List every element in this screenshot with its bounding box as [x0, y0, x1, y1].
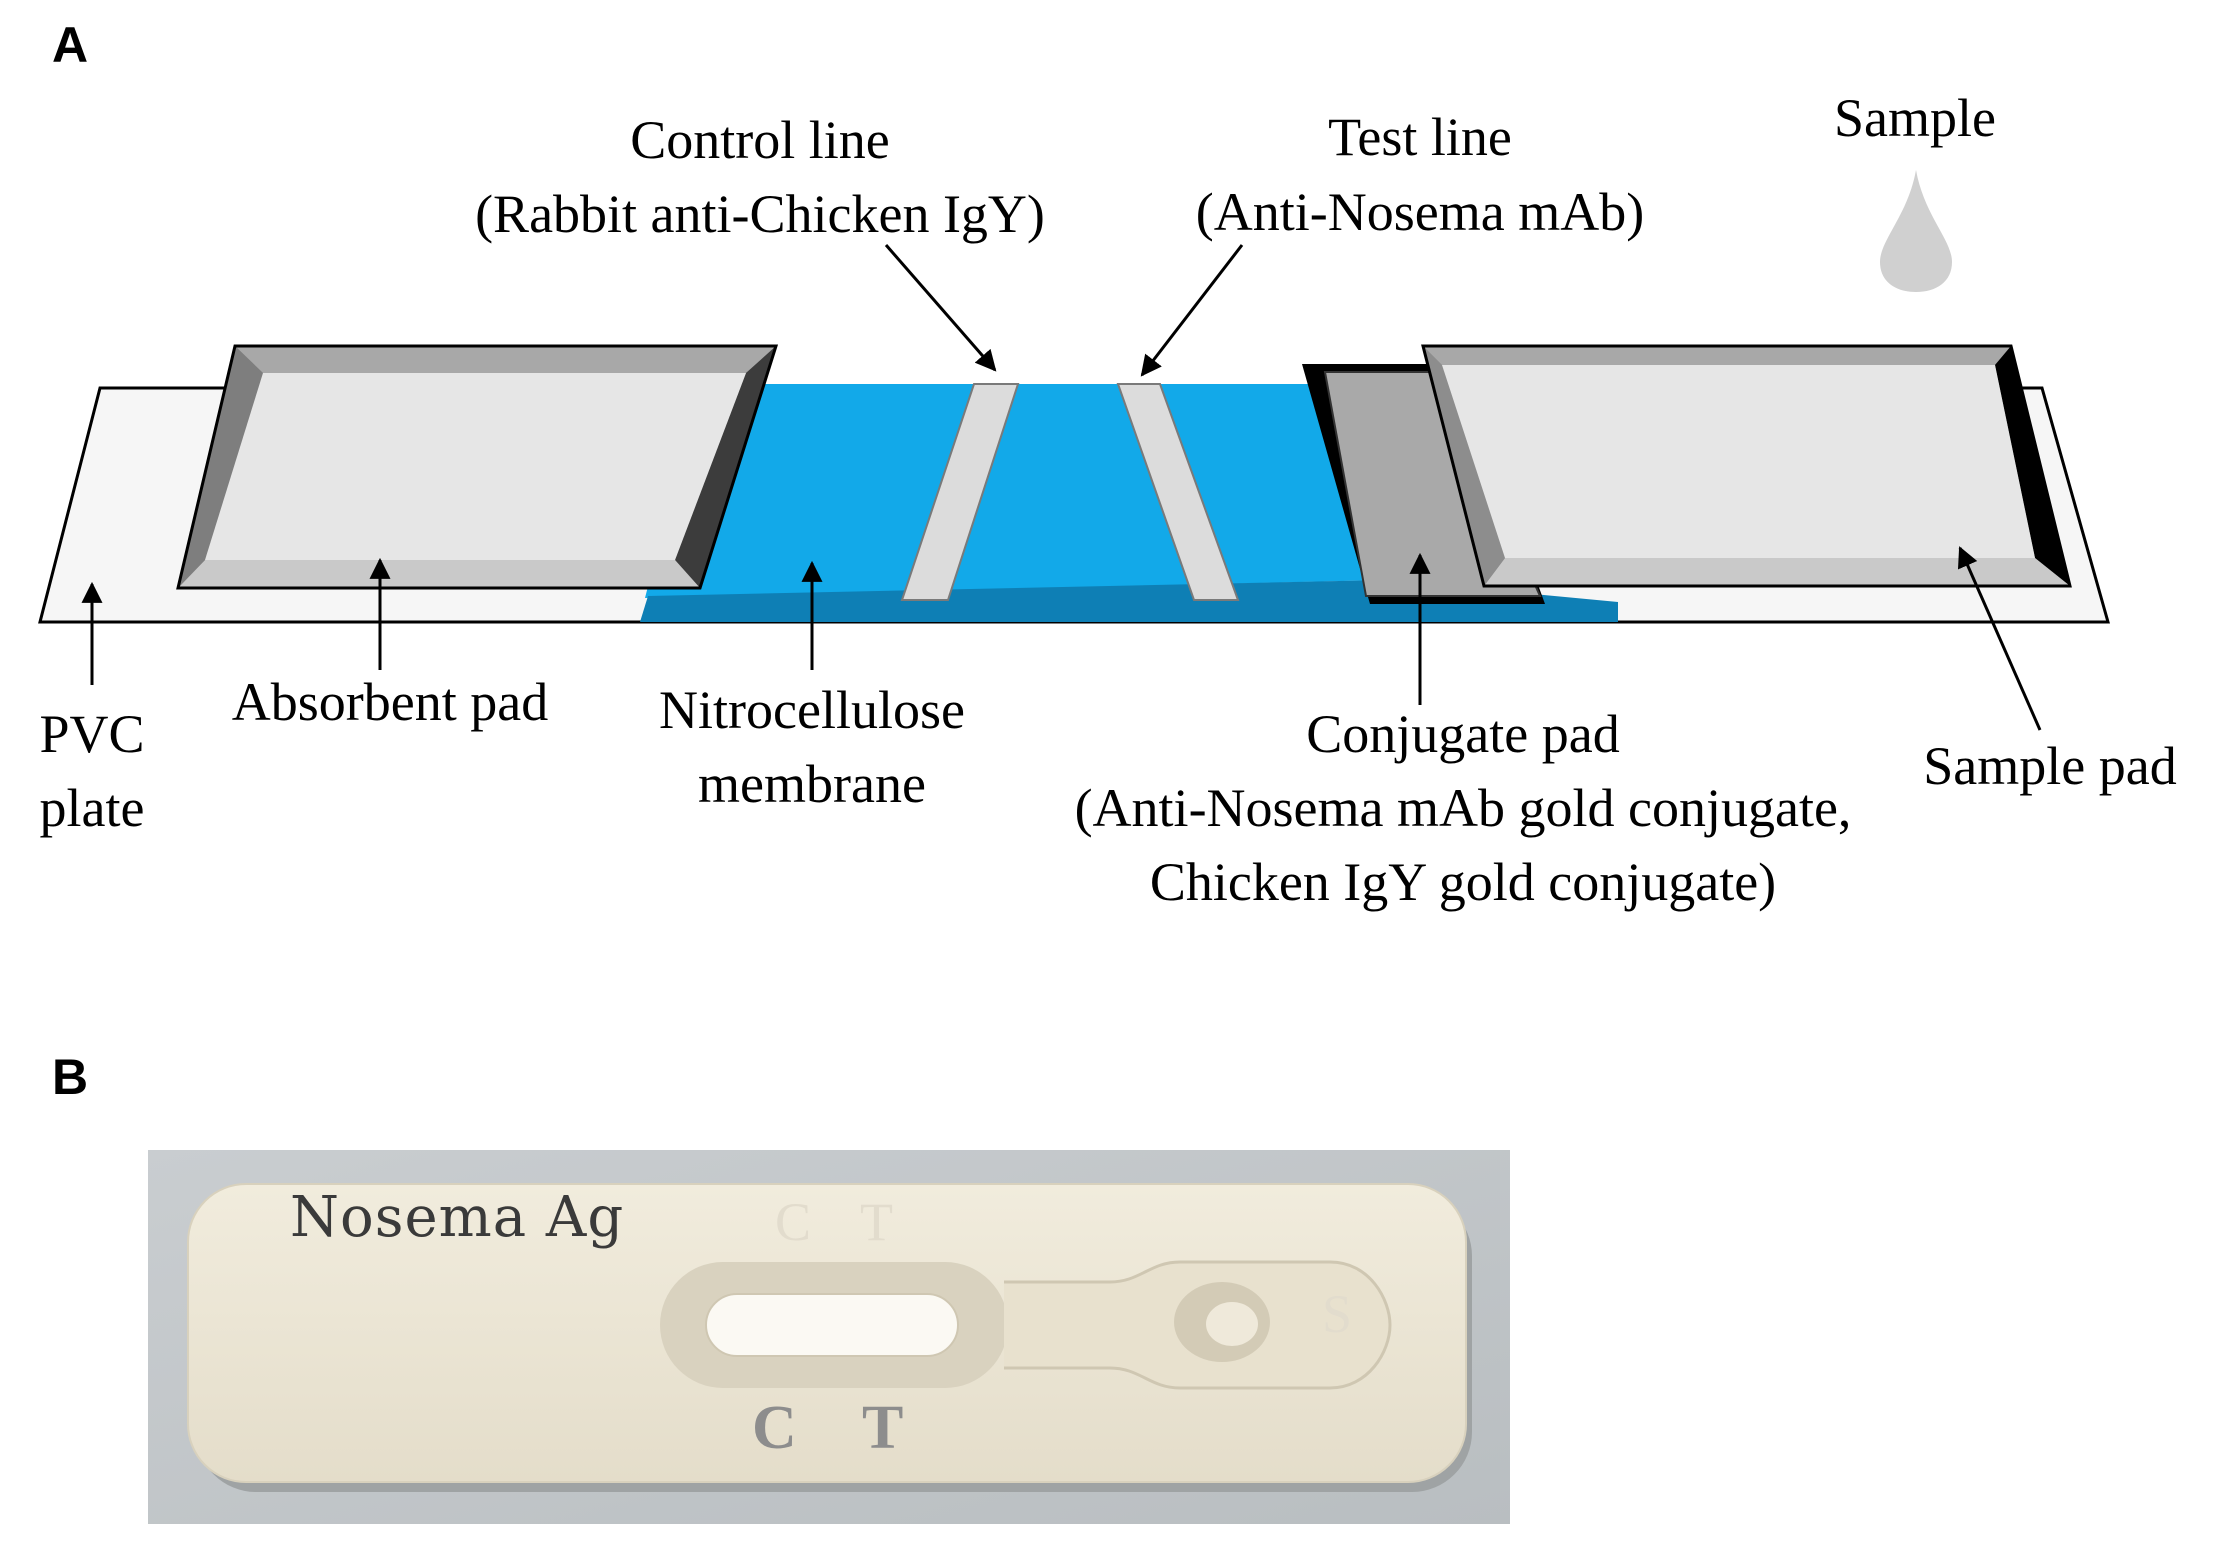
label-sample: Sample — [1834, 88, 1996, 148]
sample-pad — [1421, 344, 2072, 588]
label-pvc: PVC — [39, 704, 144, 764]
arrow-sample-pad — [1957, 546, 2042, 731]
label-test-line-sub: (Anti-Nosema mAb) — [1196, 182, 1644, 242]
arrow-control-line — [884, 244, 997, 372]
label-conjugate-sub2: Chicken IgY gold conjugate) — [1150, 852, 1776, 912]
label-test-line: Test line — [1328, 107, 1512, 167]
label-control-line: Control line — [630, 110, 889, 170]
label-plate: plate — [40, 778, 145, 838]
panel-letter-b: B — [52, 1049, 88, 1105]
result-mark-c: C — [752, 1394, 797, 1462]
leader-arrows — [81, 244, 2042, 731]
label-absorbent-pad: Absorbent pad — [232, 672, 548, 732]
test-line — [1116, 383, 1240, 601]
control-line — [900, 383, 1020, 601]
cassette-brand-text: Nosema Ag — [290, 1185, 624, 1250]
absorbent-pad — [176, 344, 779, 590]
emboss-c: C — [775, 1192, 811, 1252]
sample-well-inner — [1206, 1302, 1258, 1346]
emboss-t: T — [860, 1192, 893, 1252]
label-control-line-sub: (Rabbit anti-Chicken IgY) — [475, 184, 1045, 244]
cassette-photo: Nosema Ag C T S C T — [148, 1150, 1510, 1524]
strip-diagram — [38, 170, 2110, 624]
label-conjugate-sub1: (Anti-Nosema mAb gold conjugate, — [1075, 778, 1852, 838]
result-mark-t: T — [862, 1394, 903, 1462]
panel-letter-a: A — [52, 17, 88, 73]
nitrocellulose-membrane — [645, 384, 1385, 598]
sample-drop-icon — [1880, 170, 1952, 292]
label-nitrocellulose: Nitrocellulose — [659, 680, 965, 740]
label-membrane: membrane — [698, 754, 926, 814]
result-window-inner — [705, 1293, 959, 1357]
arrow-test-line — [1140, 244, 1244, 377]
emboss-s: S — [1322, 1284, 1352, 1344]
label-sample-pad: Sample pad — [1923, 736, 2176, 796]
diagram-labels: Sample Control line (Rabbit anti-Chicken… — [39, 88, 2176, 912]
label-conjugate-pad: Conjugate pad — [1306, 704, 1619, 764]
